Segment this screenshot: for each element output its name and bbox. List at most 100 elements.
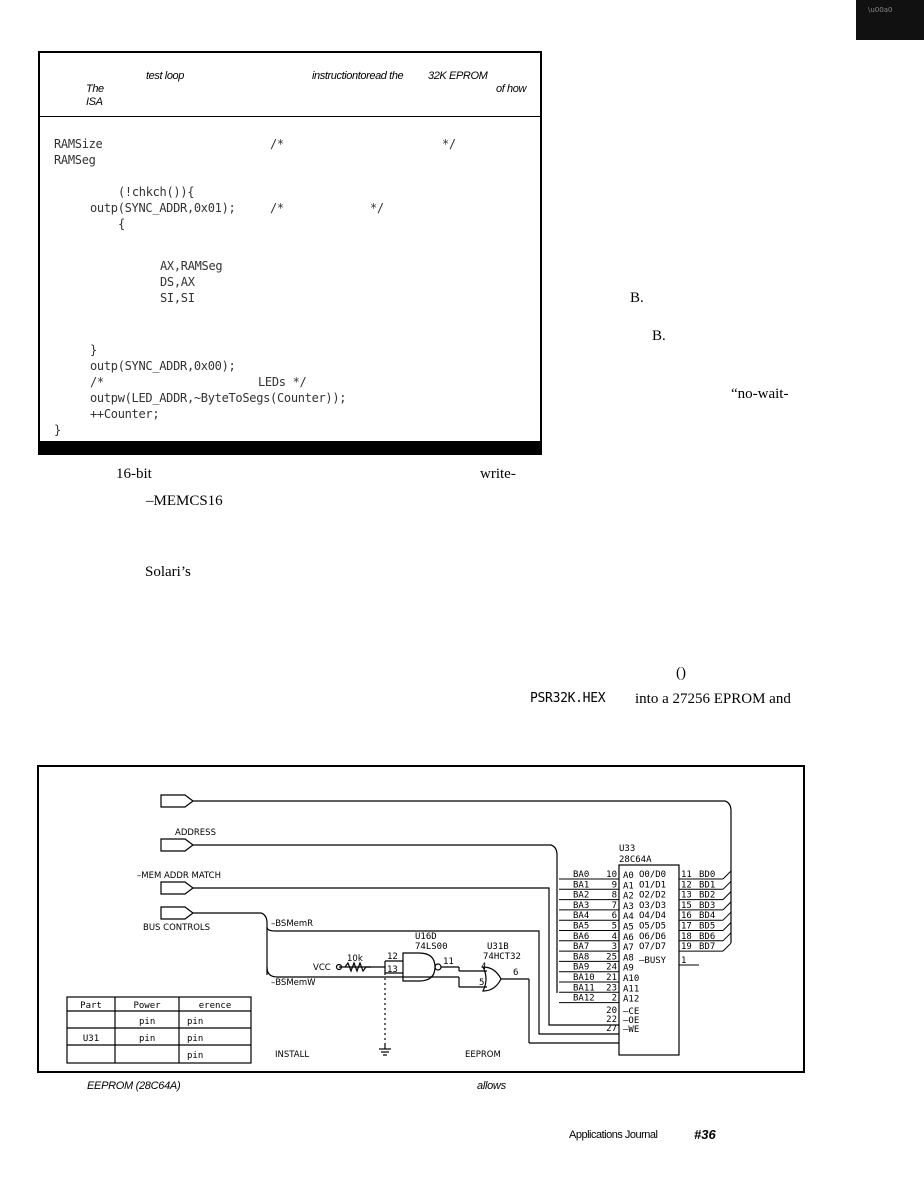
code-line: AX,RAMSeg [160, 259, 223, 273]
footer-journal: Applications Journal [569, 1129, 658, 1141]
pin-number: 22 [606, 1015, 617, 1025]
pin-number: 5 [612, 922, 617, 932]
pin-signal: A8 [623, 953, 634, 963]
pin-number: 27 [606, 1024, 617, 1034]
pin-number: 12 [387, 952, 398, 962]
body-fragment: into a 27256 EPROM and [635, 691, 791, 707]
table-header: erence [199, 1001, 232, 1011]
pin-signal: –WE [623, 1025, 639, 1035]
chip-part: 28C64A [619, 855, 652, 865]
pin-number: 13 [387, 965, 398, 975]
signal-label: –BSMemW [271, 978, 316, 988]
bus-label: BUS CONTROLS [143, 923, 210, 933]
table-cell: pin [187, 1034, 203, 1044]
code-line: LEDs */ [258, 375, 307, 389]
pin-number: 21 [606, 973, 617, 983]
net-label: BD6 [699, 932, 715, 942]
net-label: BD5 [699, 922, 715, 932]
body-fragment: –MEMCS16 [146, 493, 223, 509]
chip-name: U33 [619, 844, 635, 854]
pin-number: 16 [681, 911, 692, 921]
net-label: BD2 [699, 891, 715, 901]
net-label: BA0 [573, 870, 589, 880]
bus-label: ADDRESS [175, 828, 216, 838]
table-cell: pin [139, 1017, 155, 1027]
pin-number: 2 [612, 994, 617, 1004]
code-line: RAMSize [54, 137, 103, 151]
pin-signal: O2/D2 [639, 891, 666, 901]
pin-signal: O4/D4 [639, 911, 666, 921]
pin-number: 6 [612, 911, 617, 921]
pin-number: 23 [606, 983, 617, 993]
code-line: ++Counter; [90, 407, 160, 421]
pin-signal: A1 [623, 881, 634, 891]
body-fragment: “no-wait- [731, 386, 789, 402]
code-line: RAMSeg [54, 153, 96, 167]
pin-signal: O3/D3 [639, 901, 666, 911]
net-label: BA11 [573, 983, 595, 993]
table-header: Part [80, 1001, 102, 1011]
data-wire [722, 891, 732, 900]
pin-signal: A7 [623, 943, 634, 953]
pin-signal: A12 [623, 995, 639, 1005]
schematic-diagram: ADDRESS –MEM ADDR MATCH BUS CONTROLS –BSMem… [66, 794, 732, 1064]
code-line: SI,SI [160, 291, 195, 305]
pin-number: 19 [681, 942, 692, 952]
pin-number: 10 [606, 870, 617, 880]
pin-signal: –OE [623, 1016, 639, 1026]
body-fragment: write- [480, 466, 516, 482]
net-label: BA4 [573, 911, 589, 921]
pin-number: 8 [612, 891, 617, 901]
body-fragment: B. [652, 328, 666, 344]
data-wire [722, 911, 732, 921]
listing-divider [38, 116, 542, 117]
net-label: BD4 [699, 911, 715, 921]
code-line: outp(SYNC_ADDR,0x01); [90, 201, 236, 215]
pin-signal: O1/D1 [639, 880, 666, 890]
pin-signal: A10 [623, 974, 639, 984]
net-label: BD3 [699, 901, 715, 911]
pin-number: 17 [681, 922, 692, 932]
pin-number: 5 [479, 978, 484, 988]
pin-signal: –CE [623, 1007, 639, 1017]
chip-name: U31B [487, 942, 509, 952]
net-label: BA7 [573, 942, 589, 952]
data-wire [722, 870, 732, 880]
code-line: */ [370, 201, 384, 215]
code-line: /* [270, 137, 284, 151]
table-cell: pin [187, 1017, 203, 1027]
pin-signal: A5 [623, 923, 634, 933]
pin-number: 20 [606, 1006, 617, 1016]
figure-caption-text: EEPROM (28C64A) [87, 1080, 181, 1092]
code-line: /* [270, 201, 284, 215]
bus-label: –MEM ADDR MATCH [137, 871, 221, 881]
listing-caption-text: of how [496, 83, 527, 95]
code-line: outpw(LED_ADDR,~ByteToSegs(Counter)); [90, 391, 347, 405]
pin-signal: O5/D5 [639, 922, 666, 932]
body-fragment: PSR32K.HEX [530, 691, 606, 706]
pin-signal: O7/D7 [639, 942, 666, 952]
pin-signal: A0 [623, 871, 634, 881]
pin-number: 25 [606, 952, 617, 962]
body-fragment: B. [630, 290, 644, 306]
net-label: BD0 [699, 870, 715, 880]
chip-part: 74LS00 [415, 942, 448, 952]
footer-issue-number: #36 [694, 1127, 716, 1142]
listing-caption-text: The [86, 83, 104, 95]
pin-number: 12 [681, 880, 692, 890]
data-wire [722, 932, 732, 942]
net-label: BA1 [573, 880, 589, 890]
install-note: INSTALL [275, 1050, 309, 1060]
pin-number: 13 [681, 891, 692, 901]
table-cell: U31 [83, 1034, 99, 1044]
net-label: BD1 [699, 880, 715, 890]
figure-caption-text: allows [477, 1080, 506, 1092]
listing-caption-text: ISA [86, 96, 103, 108]
table-cell: pin [187, 1051, 203, 1061]
chip-part: 74HCT32 [483, 952, 521, 962]
data-wire [722, 880, 732, 890]
net-label: BA5 [573, 922, 589, 932]
code-line: outp(SYNC_ADDR,0x00); [90, 359, 236, 373]
net-label: BA10 [573, 973, 595, 983]
code-listing-box [38, 51, 542, 453]
